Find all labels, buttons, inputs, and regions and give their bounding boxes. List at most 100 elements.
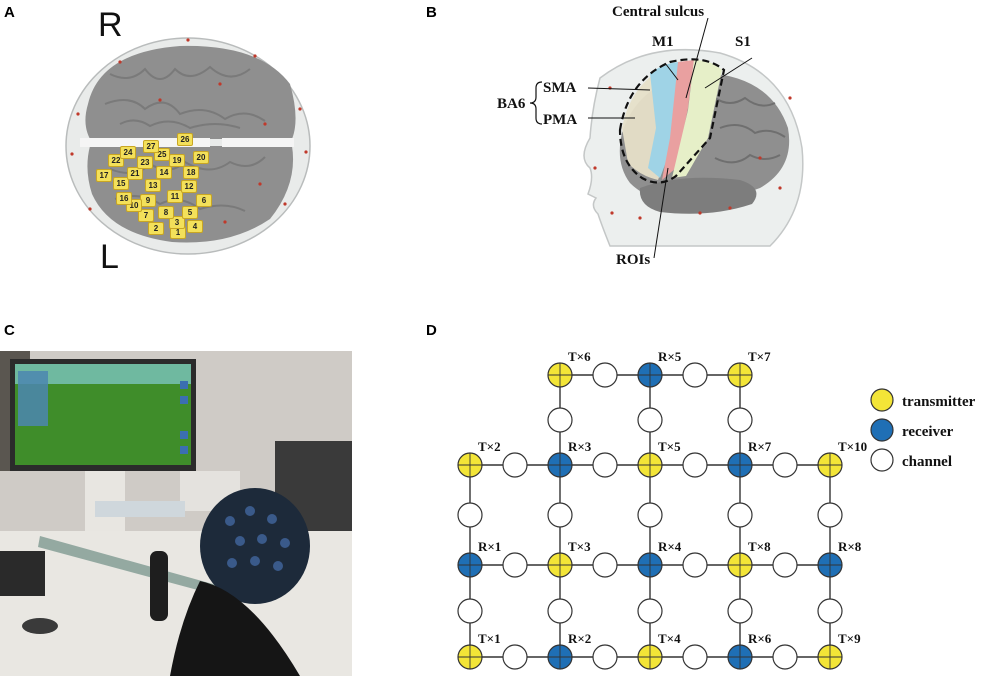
channel-badge: 27 bbox=[143, 140, 159, 153]
node-crosshair bbox=[638, 553, 662, 577]
label-sma: SMA bbox=[543, 80, 577, 96]
node-crosshair bbox=[458, 453, 482, 477]
optode-label: T×5 bbox=[658, 439, 681, 454]
node-crosshair bbox=[548, 553, 572, 577]
optode-label: T×10 bbox=[838, 439, 867, 454]
optode-label: R×5 bbox=[658, 349, 682, 364]
channel-badge: 6 bbox=[196, 194, 212, 207]
channel-badge: 5 bbox=[182, 206, 198, 219]
participant bbox=[170, 581, 300, 676]
node-crosshair bbox=[818, 553, 842, 577]
channel-node bbox=[547, 407, 573, 433]
channel-badge: 9 bbox=[140, 194, 156, 207]
keyboard bbox=[0, 551, 45, 596]
legend-transmitter: transmitter bbox=[902, 394, 976, 410]
label-rois: ROIs bbox=[616, 252, 650, 268]
s1-region bbox=[672, 60, 722, 178]
node-crosshair bbox=[638, 363, 662, 387]
node-crosshair bbox=[818, 453, 842, 477]
channel-node bbox=[727, 502, 753, 528]
game-menu bbox=[18, 371, 48, 426]
right-hemisphere-label: R bbox=[98, 6, 123, 44]
legend-channel-swatch bbox=[870, 448, 894, 472]
panel-label-d: D bbox=[426, 322, 437, 339]
node-crosshair bbox=[458, 645, 482, 669]
legend-receiver-swatch bbox=[870, 418, 894, 442]
panel-b-labels: Central sulcus M1 S1 SMA PMA BA6 ROIs bbox=[497, 4, 751, 268]
optode-label: R×2 bbox=[568, 631, 591, 646]
channel-badge: 21 bbox=[127, 167, 143, 180]
channel-badge: 4 bbox=[187, 220, 203, 233]
optode-label: T×4 bbox=[658, 631, 681, 646]
label-ba6: BA6 bbox=[497, 96, 526, 112]
device bbox=[95, 501, 185, 517]
channel-node bbox=[682, 552, 708, 578]
node-crosshair bbox=[728, 453, 752, 477]
optode-label: T×6 bbox=[568, 349, 591, 364]
channel-node bbox=[772, 552, 798, 578]
channel-node bbox=[547, 598, 573, 624]
channel-badge: 16 bbox=[116, 192, 132, 205]
channel-node bbox=[817, 502, 843, 528]
channel-badge: 24 bbox=[120, 146, 136, 159]
channel-badge: 11 bbox=[167, 190, 183, 203]
channel-node bbox=[592, 452, 618, 478]
channel-node bbox=[502, 452, 528, 478]
label-m1: M1 bbox=[652, 34, 674, 50]
legend: transmitter receiver channel bbox=[870, 388, 976, 472]
panel-label-c: C bbox=[4, 322, 15, 339]
node-crosshair bbox=[728, 645, 752, 669]
channel-badge: 2 bbox=[148, 222, 164, 235]
optode-label: T×1 bbox=[478, 631, 501, 646]
panel-label-a: A bbox=[4, 4, 15, 21]
node-crosshair bbox=[548, 645, 572, 669]
optode-label: T×3 bbox=[568, 539, 591, 554]
node-crosshair bbox=[548, 363, 572, 387]
channel-badge: 3 bbox=[169, 216, 185, 229]
optode-label: T×9 bbox=[838, 631, 861, 646]
channel-node bbox=[682, 452, 708, 478]
m1-region bbox=[662, 60, 694, 180]
optode-label: R×4 bbox=[658, 539, 682, 554]
channel-badge: 18 bbox=[183, 166, 199, 179]
channel-node bbox=[637, 502, 663, 528]
optode-label: R×6 bbox=[748, 631, 772, 646]
channel-node bbox=[502, 552, 528, 578]
channel-badge: 15 bbox=[113, 177, 129, 190]
optode-label: T×8 bbox=[748, 539, 771, 554]
right-hemisphere bbox=[85, 45, 296, 139]
channel-node bbox=[457, 502, 483, 528]
annotation-leaders bbox=[587, 18, 753, 258]
node-crosshair bbox=[818, 645, 842, 669]
channel-badge: 17 bbox=[96, 169, 112, 182]
legend-channel: channel bbox=[902, 454, 952, 470]
temporal-lobe bbox=[639, 177, 757, 214]
channel-badge: 20 bbox=[193, 151, 209, 164]
channel-node bbox=[502, 644, 528, 670]
node-crosshair bbox=[638, 453, 662, 477]
channel-node bbox=[547, 502, 573, 528]
brain-lateral-view bbox=[583, 18, 804, 258]
channel-node bbox=[817, 598, 843, 624]
node-crosshair bbox=[728, 553, 752, 577]
node-crosshair bbox=[638, 645, 662, 669]
legend-receiver: receiver bbox=[902, 424, 954, 440]
channel-node bbox=[592, 362, 618, 388]
channel-badge: 23 bbox=[137, 156, 153, 169]
optode-label: R×1 bbox=[478, 539, 501, 554]
left-hemisphere-label: L bbox=[100, 238, 119, 276]
channel-node bbox=[772, 644, 798, 670]
channel-node bbox=[457, 598, 483, 624]
ba6-brace bbox=[529, 81, 543, 125]
channel-badge: 14 bbox=[156, 166, 172, 179]
channel-node bbox=[682, 362, 708, 388]
channel-node bbox=[727, 598, 753, 624]
optode-label: T×7 bbox=[748, 349, 771, 364]
label-pma: PMA bbox=[543, 112, 577, 128]
label-central-sulcus: Central sulcus bbox=[612, 4, 704, 20]
optode-label: R×3 bbox=[568, 439, 592, 454]
label-s1: S1 bbox=[735, 34, 751, 50]
